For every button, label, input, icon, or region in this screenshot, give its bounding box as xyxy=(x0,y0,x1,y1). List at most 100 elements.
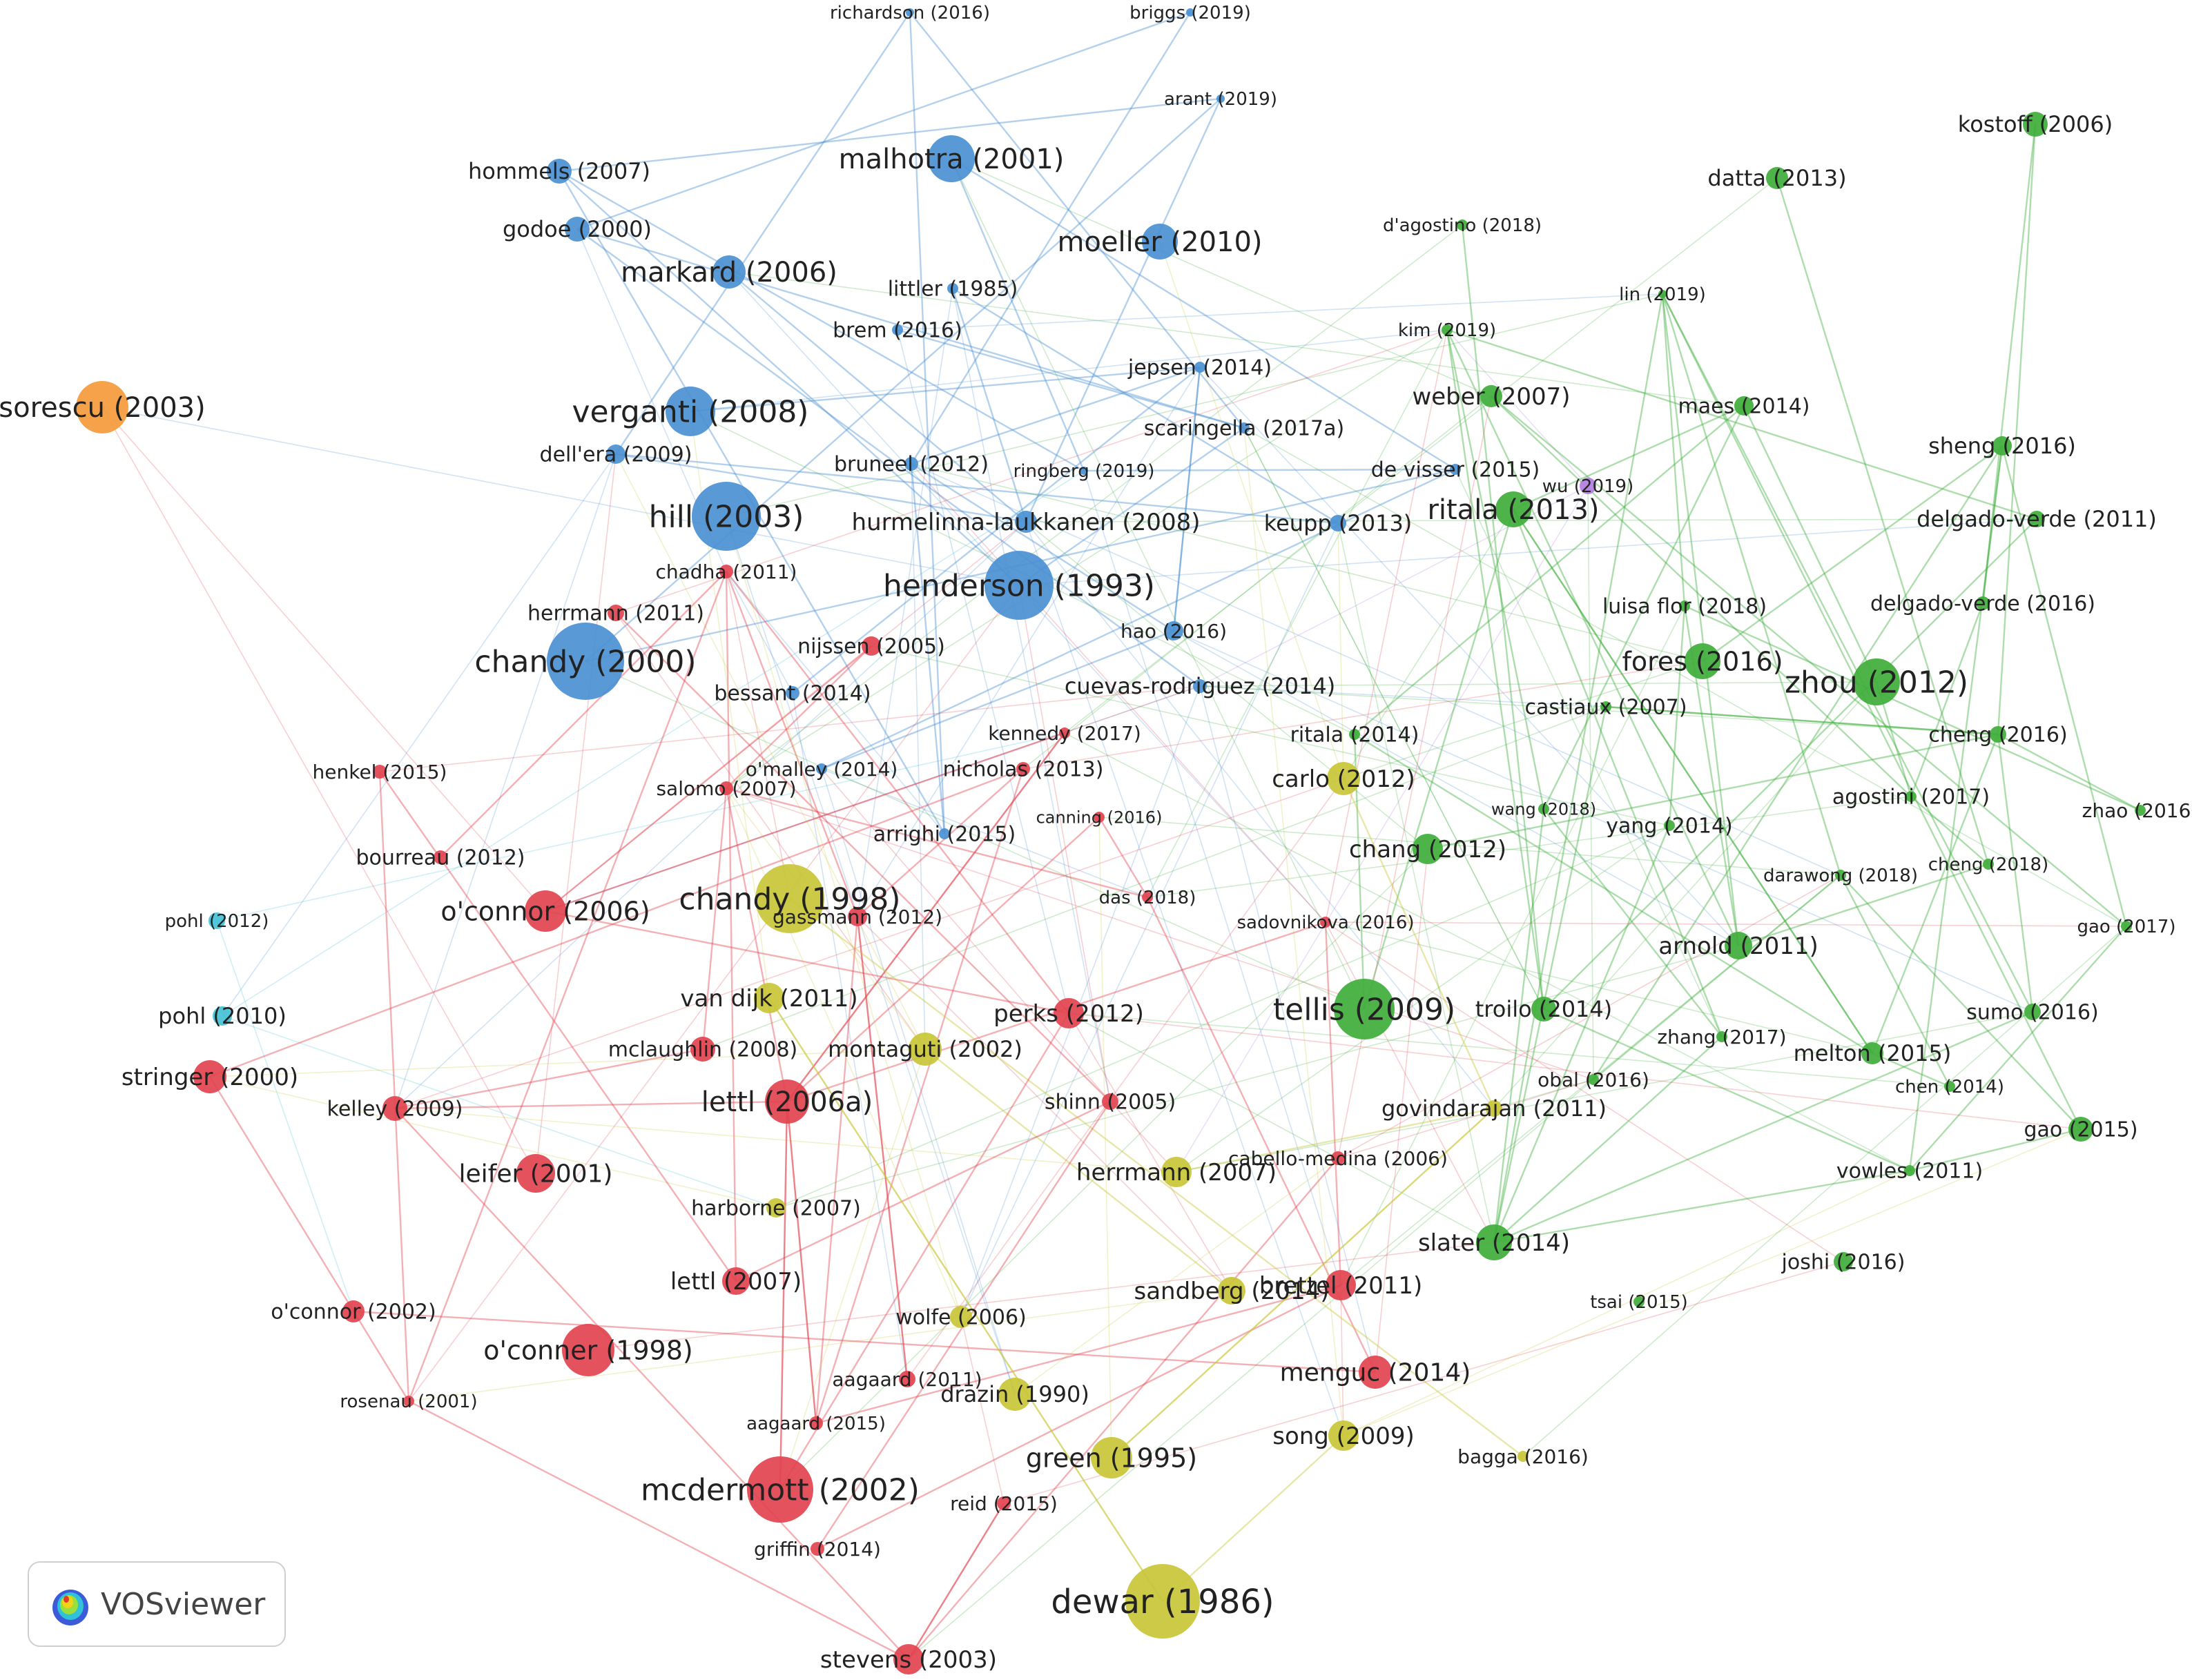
node-circle[interactable] xyxy=(892,324,903,335)
node-circle[interactable] xyxy=(1944,1081,1955,1092)
node-label[interactable]: chadha (2011) xyxy=(656,560,797,583)
node-label[interactable]: ritala (2014) xyxy=(1290,723,1419,748)
node-label[interactable]: drazin (1990) xyxy=(940,1381,1089,1407)
node-circle[interactable] xyxy=(1905,791,1917,802)
node-circle[interactable] xyxy=(1059,727,1070,739)
node-label[interactable]: zhou (2012) xyxy=(1785,665,1968,700)
node-label[interactable]: chang (2012) xyxy=(1349,836,1506,863)
node-label[interactable]: maes (2014) xyxy=(1678,395,1810,419)
node-circle[interactable] xyxy=(1194,362,1205,373)
node-circle[interactable] xyxy=(1658,290,1667,298)
node-circle[interactable] xyxy=(1218,1277,1245,1305)
node-circle[interactable] xyxy=(1834,1252,1853,1271)
node-label[interactable]: chandy (2000) xyxy=(474,644,696,679)
node-circle[interactable] xyxy=(1016,762,1030,776)
node-label[interactable]: hill (2003) xyxy=(649,499,804,534)
node-circle[interactable] xyxy=(1054,998,1084,1028)
node-circle[interactable] xyxy=(1239,422,1250,433)
node-circle[interactable] xyxy=(565,217,590,242)
node-label[interactable]: arnold (2011) xyxy=(1658,932,1818,960)
node-label[interactable]: arrighi (2015) xyxy=(873,823,1016,847)
node-circle[interactable] xyxy=(342,1300,365,1322)
node-label[interactable]: godoe (2000) xyxy=(503,216,652,242)
node-circle[interactable] xyxy=(1326,1270,1356,1300)
node-circle[interactable] xyxy=(1359,1356,1392,1389)
node-circle[interactable] xyxy=(928,135,975,182)
node-label[interactable]: richardson (2016) xyxy=(830,3,990,23)
node-label[interactable]: malhotra (2001) xyxy=(839,144,1065,175)
node-label[interactable]: kelley (2009) xyxy=(327,1097,463,1122)
node-label[interactable]: gassmann (2012) xyxy=(773,906,942,928)
node-label[interactable]: menguc (2014) xyxy=(1280,1359,1471,1387)
node-circle[interactable] xyxy=(1320,917,1331,928)
node-circle[interactable] xyxy=(1495,491,1531,527)
node-circle[interactable] xyxy=(213,1006,232,1026)
node-label[interactable]: fores (2016) xyxy=(1622,646,1783,676)
node-circle[interactable] xyxy=(1531,997,1556,1022)
node-label[interactable]: bessant (2014) xyxy=(714,682,871,706)
node-circle[interactable] xyxy=(208,912,225,929)
node-label[interactable]: hurmelinna-laukkanen (2008) xyxy=(852,509,1201,536)
node-label[interactable]: jepsen (2014) xyxy=(1127,356,1272,380)
node-label[interactable]: zhao (2016) xyxy=(2082,799,2192,822)
node-label[interactable]: cabello-medina (2006) xyxy=(1228,1147,1448,1170)
node-circle[interactable] xyxy=(373,765,387,779)
vosviewer-badge[interactable]: VOSviewer xyxy=(28,1561,286,1647)
node-circle[interactable] xyxy=(76,381,128,433)
node-label[interactable]: sandberg (2014) xyxy=(1134,1278,1329,1305)
node-label[interactable]: lettl (2006a) xyxy=(701,1086,873,1118)
node-circle[interactable] xyxy=(2135,805,2146,816)
node-label[interactable]: dewar (1986) xyxy=(1051,1583,1274,1621)
node-circle[interactable] xyxy=(766,1198,786,1218)
node-label[interactable]: kim (2019) xyxy=(1398,320,1496,341)
node-label[interactable]: melton (2015) xyxy=(1794,1040,1952,1066)
node-circle[interactable] xyxy=(722,1267,750,1295)
node-label[interactable]: de visser (2015) xyxy=(1371,458,1540,482)
node-label[interactable]: brettel (2011) xyxy=(1259,1272,1423,1300)
node-label[interactable]: obal (2016) xyxy=(1538,1068,1649,1091)
node-label[interactable]: sadovnikova (2016) xyxy=(1236,912,1414,933)
node-label[interactable]: agostini (2017) xyxy=(1832,785,1990,810)
node-label[interactable]: bruneel (2012) xyxy=(834,453,989,477)
node-label[interactable]: markard (2006) xyxy=(621,257,837,289)
node-circle[interactable] xyxy=(950,1306,972,1328)
node-label[interactable]: das (2018) xyxy=(1099,888,1196,908)
node-label[interactable]: green (1995) xyxy=(1026,1443,1197,1473)
node-circle[interactable] xyxy=(1517,1451,1529,1462)
node-label[interactable]: griffin (2014) xyxy=(754,1538,881,1561)
node-label[interactable]: hao (2016) xyxy=(1121,620,1227,643)
node-circle[interactable] xyxy=(747,1456,813,1523)
node-label[interactable]: harborne (2007) xyxy=(691,1197,861,1221)
node-circle[interactable] xyxy=(1142,224,1178,260)
node-label[interactable]: delgado-verde (2011) xyxy=(1917,506,2157,532)
node-label[interactable]: wu (2019) xyxy=(1542,476,1633,497)
node-label[interactable]: delgado-verde (2016) xyxy=(1870,592,2095,616)
node-label[interactable]: sorescu (2003) xyxy=(0,392,206,424)
node-circle[interactable] xyxy=(893,1644,924,1674)
node-label[interactable]: dell'era (2009) xyxy=(540,443,692,467)
node-circle[interactable] xyxy=(1142,892,1153,903)
node-label[interactable]: leifer (2001) xyxy=(459,1160,613,1189)
node-circle[interactable] xyxy=(1580,478,1596,494)
node-circle[interactable] xyxy=(1164,621,1183,641)
node-circle[interactable] xyxy=(516,1154,555,1193)
node-circle[interactable] xyxy=(765,1080,809,1124)
node-circle[interactable] xyxy=(1486,1100,1502,1117)
node-circle[interactable] xyxy=(997,1496,1011,1510)
node-label[interactable]: sheng (2016) xyxy=(1928,433,2076,459)
node-label[interactable]: brem (2016) xyxy=(833,319,962,343)
node-label[interactable]: weber (2007) xyxy=(1412,383,1570,411)
node-circle[interactable] xyxy=(525,890,566,932)
node-circle[interactable] xyxy=(1102,1093,1118,1110)
node-circle[interactable] xyxy=(1327,762,1360,795)
node-label[interactable]: d'agostino (2018) xyxy=(1383,215,1542,236)
node-label[interactable]: ritala (2013) xyxy=(1427,494,1599,526)
node-label[interactable]: o'malley (2014) xyxy=(746,758,898,781)
node-circle[interactable] xyxy=(692,482,761,551)
node-label[interactable]: moeller (2010) xyxy=(1057,226,1262,258)
node-circle[interactable] xyxy=(719,565,733,578)
node-label[interactable]: mcdermott (2002) xyxy=(641,1472,920,1507)
node-circle[interactable] xyxy=(755,864,824,933)
node-label[interactable]: nicholas (2013) xyxy=(943,758,1104,782)
